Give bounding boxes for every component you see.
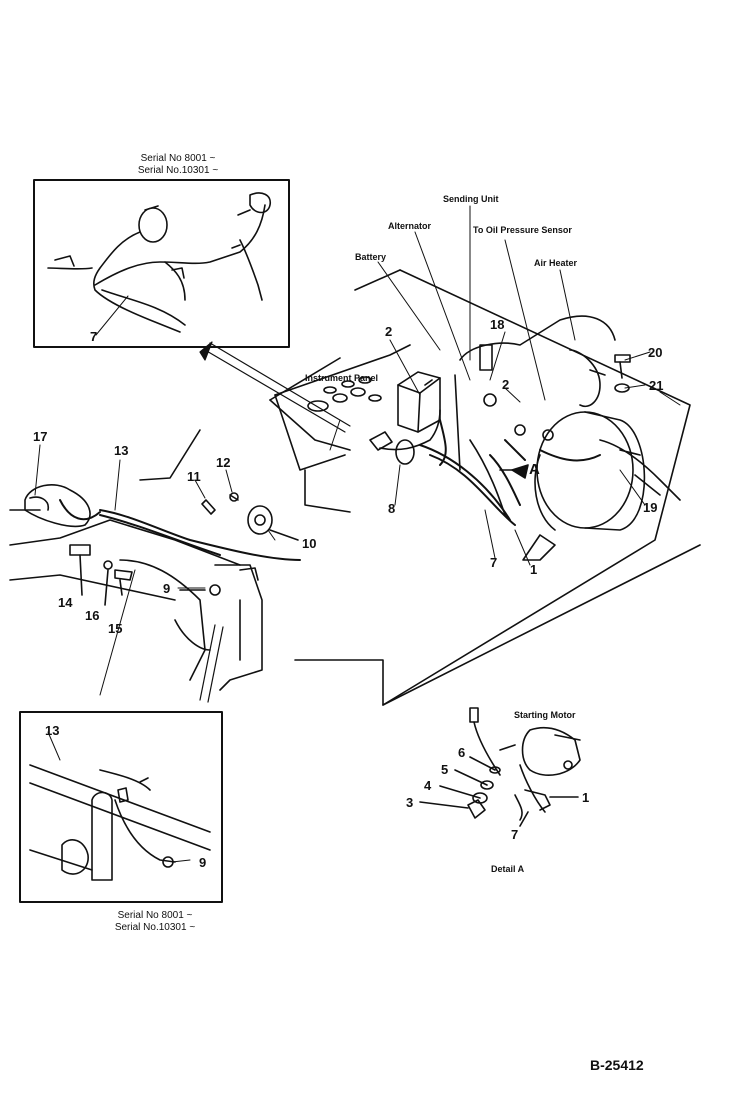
- part-number-2b: 2: [502, 377, 510, 392]
- part-number-1a: 1: [530, 562, 538, 577]
- label-starting-motor: Starting Motor: [514, 710, 576, 720]
- part-number-21: 21: [649, 378, 664, 393]
- serial-bottom-line2: Serial No.10301 ~: [114, 922, 196, 933]
- inset-top-frame: [33, 179, 290, 348]
- battery-drawing: [397, 371, 441, 433]
- bolts-11-12: [201, 492, 239, 515]
- label-battery: Battery: [355, 252, 387, 262]
- callout-leaders: [34, 205, 681, 863]
- panel-connector: [369, 431, 393, 451]
- part-number-2a: 2: [385, 324, 393, 339]
- lower-ribbon: [199, 624, 224, 703]
- part-number-14: 14: [58, 595, 73, 610]
- label-sending-unit: Sending Unit: [443, 194, 499, 204]
- part-number-9a: 9: [163, 581, 171, 596]
- part-number-13a: 13: [114, 443, 129, 458]
- label-alternator: Alternator: [388, 221, 432, 231]
- detail-part-number-4: 4: [424, 778, 432, 793]
- bolt-20-washer-21: [614, 354, 631, 393]
- label-instrument-panel: Instrument Panel: [305, 373, 379, 383]
- horn-10-drawing: [247, 505, 299, 541]
- machine-frame: [9, 269, 701, 706]
- detail-part-number-5: 5: [441, 762, 449, 777]
- main-harness-13: [59, 499, 301, 561]
- serial-bottom-line1: Serial No 8001 ~: [117, 910, 193, 921]
- gauge-8: [395, 439, 415, 465]
- serial-note-bottom: Serial No 8001 ~ Serial No.10301 ~: [105, 910, 205, 934]
- detail-a-drawing: [419, 707, 581, 827]
- part-number-7a: 7: [90, 329, 98, 344]
- serial-top-line1: Serial No 8001 ~: [140, 153, 216, 164]
- serial-top-line2: Serial No.10301 ~: [137, 165, 219, 176]
- engine-harness: [419, 419, 601, 526]
- label-view-a: A: [529, 461, 540, 478]
- part-number-16: 16: [85, 608, 100, 623]
- part-number-18: 18: [490, 317, 505, 332]
- arrow-a: [511, 464, 529, 479]
- part-number-19: 19: [643, 500, 658, 515]
- grommet-9-drawing: [179, 567, 259, 596]
- part-number-10: 10: [302, 536, 317, 551]
- detail-part-number-3: 3: [406, 795, 414, 810]
- detail-part-number-7: 7: [511, 827, 519, 842]
- drawing-number: B-25412: [590, 1057, 644, 1073]
- instrument-panel-leader-ribbon: [199, 341, 351, 433]
- part-18-drawing: [479, 344, 493, 371]
- inset-bottom-frame: [19, 711, 223, 903]
- part-number-9b: 9: [199, 855, 207, 870]
- part-number-8: 8: [388, 501, 396, 516]
- detail-part-number-1: 1: [582, 790, 590, 805]
- label-oil-pressure: To Oil Pressure Sensor: [473, 225, 572, 235]
- instrument-panel-drawing: [274, 344, 411, 471]
- part-number-15: 15: [108, 621, 123, 636]
- serial-note-top: Serial No 8001 ~ Serial No.10301 ~: [128, 153, 228, 177]
- inset-bottom-frame-parts: [29, 764, 211, 881]
- part-number-17: 17: [33, 429, 48, 444]
- engine-drawing: [454, 315, 681, 561]
- part-number-13b: 13: [45, 723, 60, 738]
- inset-top-harness: [47, 192, 272, 333]
- part-number-12: 12: [216, 455, 231, 470]
- label-detail-a: Detail A: [491, 864, 525, 874]
- horn-17-drawing: [24, 484, 91, 528]
- bolts-14-15-16: [69, 544, 133, 606]
- detail-part-number-6: 6: [458, 745, 466, 760]
- part-number-7b: 7: [490, 555, 498, 570]
- part-number-11: 11: [187, 469, 201, 484]
- label-air-heater: Air Heater: [534, 258, 578, 268]
- part-number-20: 20: [648, 345, 663, 360]
